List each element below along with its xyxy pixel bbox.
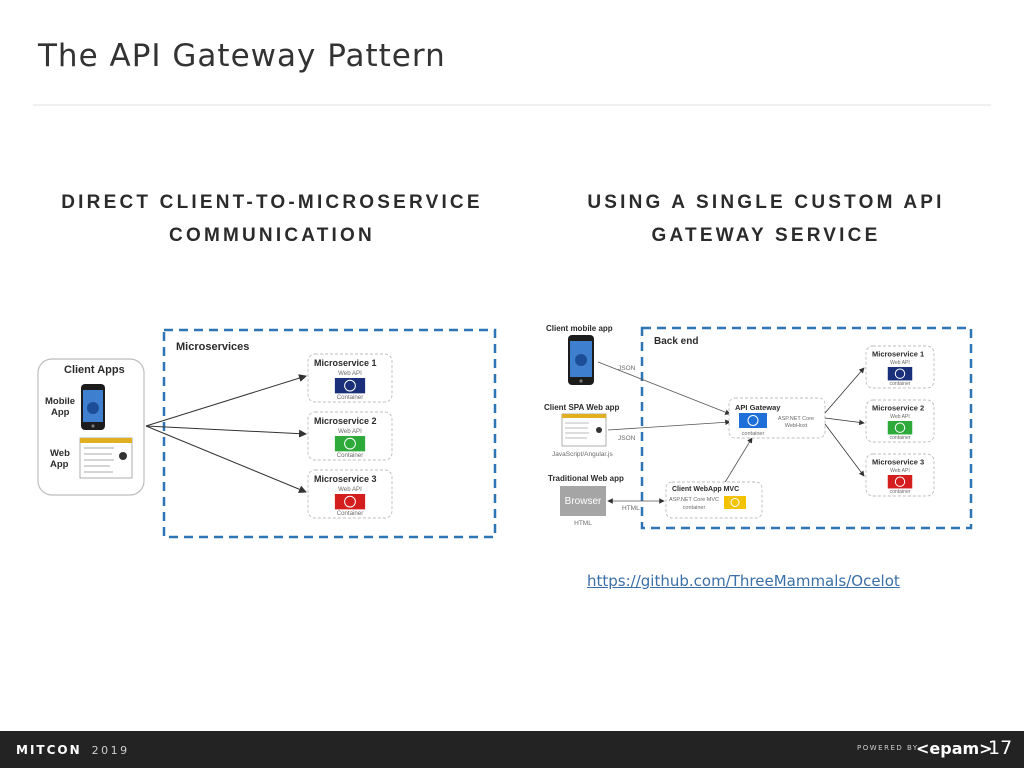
left-service-2: Microservice 2 Web API Container	[307, 411, 393, 461]
left-heading-line2: COMMUNICATION	[169, 225, 375, 246]
api-gateway-tech-line1: ASP.NET Core	[778, 416, 814, 422]
arrow-gateway-to-service-1	[824, 367, 865, 414]
webapp-mvc-label: Client WebApp MVC	[672, 486, 739, 493]
webapp-mvc-container-icon	[724, 496, 746, 509]
web-app-label-line1: Web	[50, 448, 70, 459]
right-service-sub1: Web API	[890, 414, 910, 420]
left-service-container-icon	[334, 494, 366, 510]
logo-year: 2019	[91, 743, 130, 757]
api-gateway-label: API Gateway	[735, 403, 781, 412]
arrow-gateway-to-service-2	[824, 417, 865, 426]
left-service-sub1: Web API	[338, 486, 362, 493]
right-heading: USING A SINGLE CUSTOM API GATEWAY SERVIC…	[546, 186, 986, 252]
spa-tech-label: JavaScript/Angular.js	[552, 451, 613, 458]
arrow-to-service-1	[145, 374, 307, 427]
client-apps-label: Client Apps	[64, 364, 125, 376]
right-service-container-icon	[887, 367, 913, 381]
api-gateway-diagram: Back end Client mobile app Client SPA We…	[544, 324, 973, 530]
json-label-1: JSON	[618, 365, 636, 372]
left-service-container-icon	[334, 436, 366, 452]
footer-bar	[0, 731, 1024, 768]
right-service-container-mark	[894, 368, 906, 379]
right-service-container-mark	[894, 422, 906, 433]
back-end-boundary	[640, 326, 973, 530]
left-service-sub2: Container	[337, 510, 364, 517]
powered-by-label: POWERED BY	[857, 744, 919, 752]
right-service-sub2: container	[890, 489, 911, 495]
left-heading: DIRECT CLIENT-TO-MICROSERVICE COMMUNICAT…	[22, 186, 522, 252]
left-service-3: Microservice 3 Web API Container	[307, 469, 393, 519]
left-heading-line1: DIRECT CLIENT-TO-MICROSERVICE	[61, 192, 483, 213]
arrow-to-service-2	[145, 425, 307, 438]
left-service-sub1: Web API	[338, 370, 362, 377]
ocelot-github-link[interactable]: https://github.com/ThreeMammals/Ocelot	[587, 572, 900, 590]
left-service-name: Microservice 3	[314, 474, 377, 484]
mobile-app-label-line2: App	[51, 407, 70, 418]
back-end-label: Back end	[654, 336, 698, 347]
right-service-sub1: Web API	[890, 468, 910, 474]
mobile-phone-icon	[81, 384, 105, 430]
microservices-label: Microservices	[176, 341, 249, 353]
left-service-container-icon	[334, 378, 366, 394]
web-browser-icon	[79, 437, 133, 479]
right-service-name: Microservice 1	[872, 350, 924, 359]
browser-box	[560, 486, 606, 516]
webapp-mvc-tech-label: ASP.NET Core MVC	[669, 497, 719, 503]
client-mobile-label: Client mobile app	[546, 324, 613, 333]
slide-title: The API Gateway Pattern	[38, 38, 446, 74]
spa-browser-icon	[561, 413, 607, 447]
browser-html-label: HTML	[574, 520, 592, 527]
mobile-app-label-line1: Mobile	[45, 396, 75, 407]
browser-label: Browser	[565, 496, 602, 507]
page-number: 17	[988, 737, 1013, 759]
left-service-sub2: Container	[337, 452, 364, 459]
direct-communication-diagram: Microservices Client Apps Mobile App Web…	[37, 328, 497, 539]
left-service-name: Microservice 1	[314, 358, 377, 368]
arrow-spa-to-gateway	[607, 419, 731, 431]
right-service-container-icon	[887, 475, 913, 489]
left-service-container-mark	[344, 437, 356, 450]
microservices-boundary	[162, 328, 497, 539]
right-service-name: Microservice 3	[872, 458, 924, 467]
left-service-sub1: Web API	[338, 428, 362, 435]
epam-logo: <epam>	[916, 739, 993, 758]
right-service-sub1: Web API	[890, 360, 910, 366]
left-service-name: Microservice 2	[314, 416, 377, 426]
client-spa-label: Client SPA Web app	[544, 403, 620, 412]
arrow-mvc-to-gateway	[723, 437, 753, 485]
left-service-container-mark	[344, 379, 356, 392]
api-gateway-tech-line2: WebHost	[785, 423, 808, 429]
webapp-mvc-container-label: container	[683, 505, 706, 511]
traditional-web-label: Traditional Web app	[548, 474, 624, 483]
title-divider	[33, 104, 991, 106]
web-app-label-line2: App	[50, 459, 69, 470]
html-label: HTML	[622, 505, 640, 512]
api-gateway-container-icon	[739, 413, 767, 428]
right-service-container-icon	[887, 421, 913, 435]
right-service-sub2: container	[890, 381, 911, 387]
right-service-name: Microservice 2	[872, 404, 924, 413]
right-heading-line1: USING A SINGLE CUSTOM API	[587, 192, 945, 213]
api-gateway-container-label: container	[742, 431, 765, 437]
arrow-mobile-to-gateway	[597, 361, 731, 415]
left-service-1: Microservice 1 Web API Container	[307, 353, 393, 403]
client-mobile-phone-icon	[568, 335, 594, 385]
arrow-to-service-3	[145, 425, 307, 494]
json-label-2: JSON	[618, 435, 636, 442]
left-service-sub2: Container	[337, 394, 364, 401]
logo-text: MITCON	[16, 743, 82, 757]
arrow-gateway-to-service-3	[824, 423, 865, 477]
right-heading-line2: GATEWAY SERVICE	[651, 225, 881, 246]
mitcon-logo: MITCON 2019	[16, 742, 130, 758]
left-service-container-mark	[344, 495, 356, 508]
right-service-sub2: container	[890, 435, 911, 441]
right-service-container-mark	[894, 476, 906, 487]
